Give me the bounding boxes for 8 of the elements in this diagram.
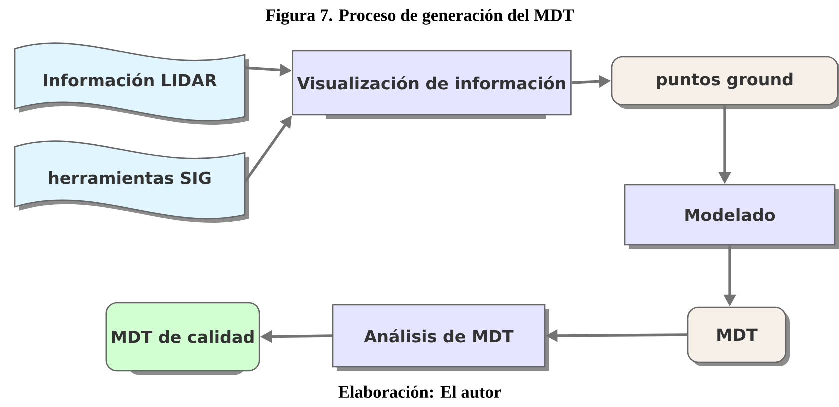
process-box: Análisis de MDT (332, 304, 549, 371)
caption: Elaboración: El autor (338, 386, 502, 398)
rounded-box: MDT de calidad (106, 302, 260, 375)
process-box: Modelado (624, 184, 839, 249)
process-box: Visualización de información (292, 50, 572, 119)
rounded-box: puntos ground (611, 56, 839, 109)
rounded-box: MDT (687, 306, 790, 366)
diagram-title: Figura 7. Proceso de generación del MDT (266, 9, 574, 25)
